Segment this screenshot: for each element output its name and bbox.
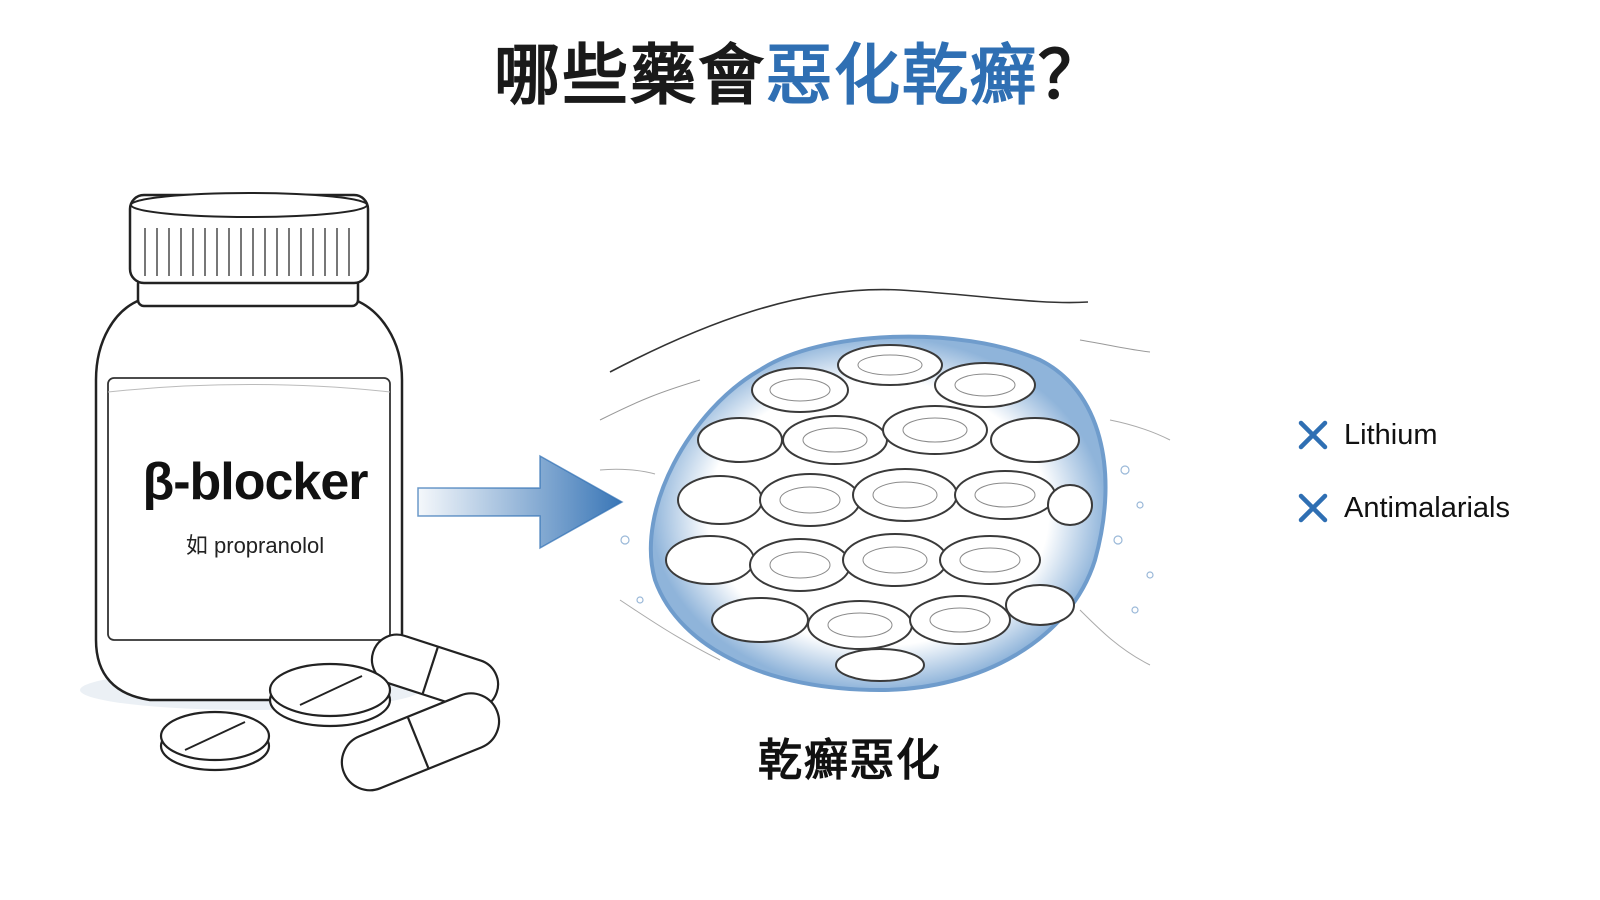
arrow-right-icon (417, 454, 624, 550)
bottle-label-sub: 如 propranolol (185, 533, 325, 558)
title-prefix: 哪些藥會 (494, 37, 766, 114)
bottle-label-main: β-blocker (142, 453, 368, 511)
list-item: Lithium (1296, 412, 1510, 458)
title-suffix: ？ (1038, 37, 1106, 114)
pills (159, 633, 501, 792)
x-mark-icon (1298, 493, 1328, 523)
pill-bottle (80, 192, 420, 710)
skin-surface (599, 288, 1171, 666)
plaque-caption: 乾癬惡化 (758, 735, 942, 786)
page-title: 哪些藥會惡化乾癬？ (0, 22, 1600, 118)
psoriasis-plaque (620, 334, 1154, 693)
drug-name: Antimalarials (1344, 491, 1510, 524)
drug-name: Lithium (1344, 418, 1438, 451)
drug-list: Lithium Antimalarials (1296, 412, 1510, 558)
list-item: Antimalarials (1296, 485, 1510, 531)
x-mark-icon (1298, 420, 1328, 450)
title-highlight: 惡化乾癬 (766, 37, 1038, 114)
